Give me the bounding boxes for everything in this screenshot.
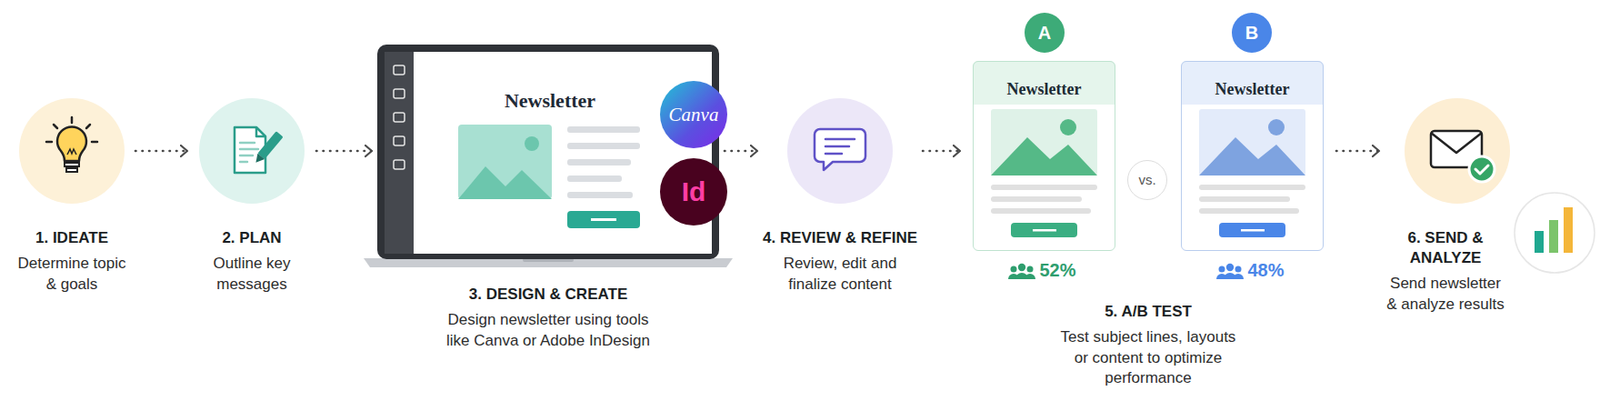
newsletter-card-b: [1180, 60, 1324, 251]
review-step: 4. REVIEW & REFINE Review, edit and final…: [762, 98, 918, 295]
node-text: Test subject lines, layouts or content t…: [1055, 327, 1242, 390]
node-text: 52%: [973, 260, 1115, 281]
variant-badge: A: [1024, 12, 1065, 53]
flow-arrow: [1336, 150, 1380, 153]
node-text: Outline key messages: [192, 253, 311, 295]
flow-arrow: [922, 150, 960, 153]
laptop-illustration: [363, 44, 733, 268]
node-text: Determine topic & goals: [13, 253, 130, 295]
node-heading: 1. IDEATE: [13, 228, 130, 249]
node-text: Send newsletter & analyze results: [1384, 273, 1507, 315]
send-step: 6. SEND & ANALYZESend newsletter & analy…: [1384, 98, 1507, 315]
node-heading: vs.: [1128, 160, 1167, 199]
indesign-logo: Id: [660, 158, 728, 226]
node-heading: Newsletter: [418, 89, 682, 113]
newsletter-card: Newsletter52%: [972, 60, 1116, 251]
variant-badge: B: [1231, 12, 1272, 53]
chart-bubble: [1514, 192, 1595, 273]
newsletter-card: Newsletter48%: [1180, 60, 1324, 251]
flow-arrow: [724, 150, 758, 153]
canva-logo: Canva: [660, 80, 728, 149]
versus-circle: vs.: [1127, 160, 1168, 200]
node-heading: Id: [660, 158, 728, 226]
node-heading: 2. PLAN: [192, 228, 311, 249]
node-heading: Newsletter: [973, 80, 1115, 100]
document-icon: [199, 98, 305, 204]
laptop-screen: 3. DESIGN & CREATE Design newsletter usin…: [377, 44, 720, 351]
node-text: Design newsletter using tools like Canva…: [441, 310, 656, 351]
newsletter-card-a: [972, 60, 1116, 251]
node-heading: 4. REVIEW & REFINE: [762, 228, 918, 249]
node-heading: A: [1024, 12, 1065, 53]
ideate-step: 1. IDEATE Determine topic & goals: [13, 98, 130, 295]
people-icon-a: [1008, 263, 1036, 280]
node-text: 48%: [1181, 260, 1323, 281]
flow-arrow: [135, 150, 188, 153]
lightbulb-icon: [19, 98, 125, 204]
node-heading: 5. A/B TEST: [965, 301, 1331, 322]
node-heading: Canva: [660, 80, 728, 149]
speech-bubble-icon: [787, 98, 893, 204]
node-text: Review, edit and finalize content: [779, 253, 902, 295]
people-icon-b: [1216, 263, 1244, 280]
flow-arrow: [316, 150, 372, 153]
envelope-icon: [1404, 98, 1510, 204]
node-heading: B: [1231, 12, 1272, 53]
newsletter-page: Newsletter: [418, 81, 682, 250]
node-heading: 3. DESIGN & CREATE: [377, 284, 720, 305]
node-heading: Newsletter: [1181, 80, 1323, 100]
node-heading: 6. SEND & ANALYZE: [1400, 228, 1491, 269]
plan-step: 2. PLAN Outline key messages: [192, 98, 311, 295]
ab-test-group: 5. A/B TEST Test subject lines, layouts o…: [965, 12, 1331, 390]
